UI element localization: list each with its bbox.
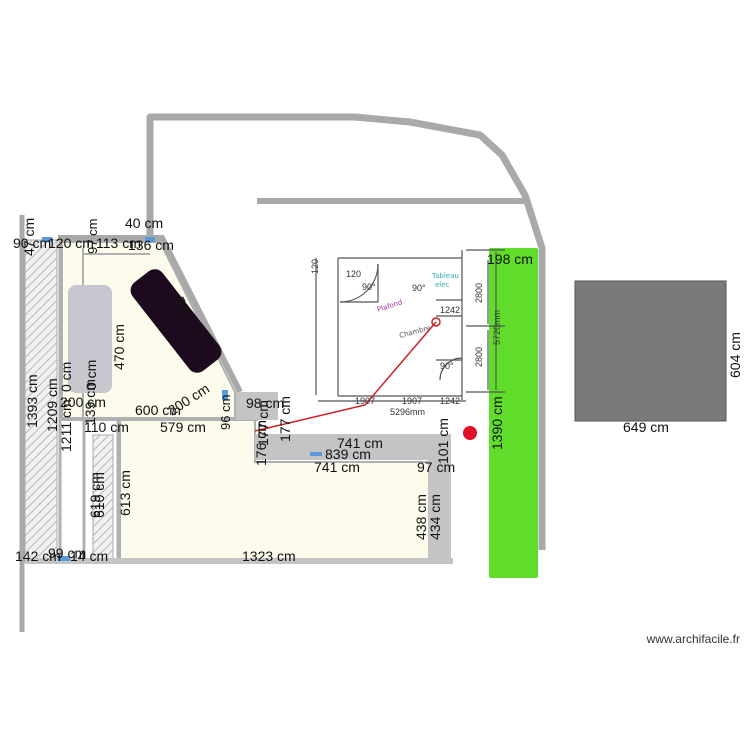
label-47cm: 47 cm — [21, 218, 37, 256]
label-101cm: 101 cm — [435, 418, 451, 464]
label-110cm: 110 cm — [84, 419, 129, 435]
label-142cm: 142 cm — [15, 548, 61, 564]
label-136cm: 136 cm — [128, 237, 174, 253]
window-marker-3 — [222, 390, 228, 400]
bottom-wall — [25, 558, 453, 564]
boundary-wall — [146, 113, 546, 550]
annex-building — [574, 280, 727, 422]
sketch-90b: 90° — [412, 283, 426, 293]
label-200cm-b: 200 cm — [60, 394, 106, 410]
label-176cm: 176 cm — [253, 420, 269, 466]
sketch-1242b: 1242 — [440, 396, 460, 406]
window-marker-5 — [58, 556, 70, 561]
sketch-5720: 5720mm — [492, 310, 502, 345]
grey-block — [68, 285, 112, 393]
sketch-90c: 90° — [440, 361, 454, 371]
connector-wall-a — [236, 392, 278, 420]
sketch-red-line — [254, 321, 437, 432]
label-434cm: 434 cm — [427, 494, 443, 540]
label-97cm-top: 97 cm — [85, 219, 100, 254]
label-741cm-b: 741 cm — [314, 459, 360, 475]
sketch-2800b: 2800 — [474, 347, 484, 367]
label-177cm-a: 177 cm — [277, 396, 293, 442]
label-438cm: 438 cm — [413, 494, 429, 540]
label-649cm: 649 cm — [623, 419, 669, 435]
label-1390cm: 1390 cm — [489, 396, 505, 450]
label-96cm: 96 cm — [218, 395, 233, 430]
sketch-2800a: 2800 — [474, 283, 484, 303]
red-marker — [463, 426, 477, 440]
sketch-note-tableau: Tableau — [431, 272, 459, 280]
label-470cm: 470 cm — [111, 324, 127, 370]
label-1209cm: 1209 cm — [44, 378, 60, 432]
watermark: www.archifacile.fr — [646, 632, 740, 646]
sketch-overlay — [315, 249, 505, 402]
sketch-120b: 120 — [346, 269, 361, 279]
window-marker-4 — [310, 452, 322, 456]
label-14cm: 14 cm — [70, 548, 108, 564]
label-1393cm: 1393 cm — [24, 374, 40, 428]
label-177cm-b: 177 cm — [255, 400, 271, 446]
label-0cm-a: 0 cm — [58, 362, 74, 392]
connector-wall-c — [428, 460, 451, 563]
label-579cm: 579 cm — [160, 419, 206, 435]
sketch-90a: 90° — [362, 282, 376, 292]
label-90cm: 90 cm — [13, 235, 51, 251]
sketch-note-plafond: Plafond — [376, 298, 403, 314]
label-99cm: 99 cm — [48, 545, 86, 561]
label-113cm: 113 cm — [96, 235, 141, 251]
label-139cm: 139 cm — [82, 379, 98, 425]
label-98cm: 98 cm — [246, 395, 284, 411]
label-0cm-b: 0 cm — [83, 360, 99, 390]
sketch-note-elec: elec — [435, 281, 450, 289]
label-610cm: 610 cm — [91, 472, 107, 518]
sketch-120a: 120 — [310, 259, 320, 274]
connector-wall-b — [255, 434, 451, 460]
label-619cm: 619 cm — [87, 472, 103, 518]
sketch-note-chambre: Chambre — [398, 324, 431, 340]
label-741cm-a: 741 cm — [337, 435, 383, 451]
window-marker-2 — [145, 237, 155, 242]
label-613cm: 613 cm — [117, 470, 133, 516]
lawn-strip — [489, 248, 538, 578]
dark-object — [130, 269, 222, 373]
label-198cm: 198 cm — [487, 251, 533, 267]
label-1211cm: 1211 cm — [58, 399, 74, 452]
window-marker-1 — [42, 237, 52, 242]
sketch-1907b: 1907 — [402, 396, 422, 406]
label-1323cm: 1323 cm — [242, 548, 296, 564]
label-600cm: 600 cm — [135, 402, 181, 418]
label-97cm: 97 cm — [417, 459, 455, 475]
label-120cm: 120 cm — [48, 235, 94, 251]
sketch-1242a: 1242 — [440, 305, 460, 315]
label-839cm: 839 cm — [325, 446, 371, 462]
sketch-5296: 5296mm — [390, 407, 425, 417]
sketch-1907a: 1907 — [355, 396, 375, 406]
sketch-point — [431, 317, 441, 327]
label-604cm: 604 cm — [727, 332, 743, 378]
label-40cm: 40 cm — [125, 215, 163, 231]
